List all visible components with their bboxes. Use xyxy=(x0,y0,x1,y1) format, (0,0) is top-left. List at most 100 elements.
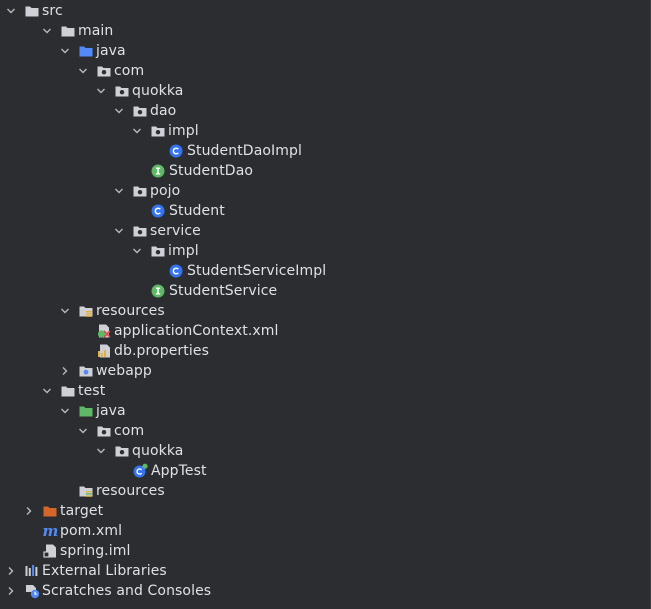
package-icon xyxy=(114,443,130,459)
folder-icon xyxy=(60,383,76,399)
tree-node-java-source-root[interactable]: java xyxy=(60,41,651,61)
tree-node-studentserviceimpl[interactable]: StudentServiceImpl xyxy=(150,261,651,281)
tree-node-service-impl[interactable]: impl xyxy=(132,241,651,261)
package-icon xyxy=(132,103,148,119)
chevron-down-icon[interactable] xyxy=(42,381,52,401)
package-icon xyxy=(150,123,166,139)
tree-node-label: com xyxy=(114,423,145,439)
tree-node-label: Student xyxy=(169,203,225,219)
chevron-down-icon[interactable] xyxy=(114,101,124,121)
tree-node-apptest[interactable]: AppTest xyxy=(114,461,651,481)
folder-icon xyxy=(60,23,76,39)
tree-node-test-resources[interactable]: resources xyxy=(60,481,651,501)
tree-node-test-com[interactable]: com xyxy=(78,421,651,441)
java-class-icon xyxy=(168,263,184,279)
tree-node-label: spring.iml xyxy=(60,543,131,559)
package-icon xyxy=(96,63,112,79)
tree-node-label: main xyxy=(78,23,114,39)
tree-node-target[interactable]: target xyxy=(24,501,651,521)
chevron-down-icon[interactable] xyxy=(78,421,88,441)
tree-node-resources[interactable]: resources xyxy=(60,301,651,321)
tree-node-label: com xyxy=(114,63,145,79)
tree-node-label: service xyxy=(150,223,201,239)
chevron-down-icon[interactable] xyxy=(132,241,142,261)
chevron-down-icon[interactable] xyxy=(114,221,124,241)
tree-node-label: External Libraries xyxy=(42,563,167,579)
tree-node-label: test xyxy=(78,383,106,399)
chevron-down-icon[interactable] xyxy=(42,21,52,41)
source-root-folder-icon xyxy=(78,43,94,59)
svg-text:m: m xyxy=(43,523,59,539)
resources-folder-icon xyxy=(78,303,94,319)
tree-node-label: applicationContext.xml xyxy=(114,323,279,339)
web-folder-icon xyxy=(78,363,94,379)
tree-node-src[interactable]: src xyxy=(6,1,651,21)
tree-node-label: java xyxy=(96,403,126,419)
tree-node-external-libraries[interactable]: External Libraries xyxy=(6,561,651,581)
tree-node-label: java xyxy=(96,43,126,59)
tree-node-label: Scratches and Consoles xyxy=(42,583,212,599)
java-class-icon xyxy=(168,143,184,159)
tree-node-java-test-root[interactable]: java xyxy=(60,401,651,421)
package-icon xyxy=(114,83,130,99)
tree-node-label: dao xyxy=(150,103,177,119)
chevron-down-icon[interactable] xyxy=(96,81,106,101)
maven-icon: m xyxy=(42,523,59,539)
module-file-icon xyxy=(42,543,58,559)
java-interface-icon xyxy=(150,283,166,299)
tree-node-label: resources xyxy=(96,303,165,319)
chevron-right-icon[interactable] xyxy=(24,501,34,521)
tree-node-scratches-and-consoles[interactable]: Scratches and Consoles xyxy=(6,581,651,601)
tree-node-label: impl xyxy=(168,123,199,139)
tree-node-label: impl xyxy=(168,243,199,259)
tree-node-webapp[interactable]: webapp xyxy=(60,361,651,381)
spring-xml-icon xyxy=(96,323,112,339)
tree-node-label: target xyxy=(60,503,104,519)
properties-file-icon xyxy=(96,343,112,359)
tree-node-studentdao[interactable]: StudentDao xyxy=(132,161,651,181)
tree-node-db-properties[interactable]: db.properties xyxy=(78,341,651,361)
chevron-right-icon[interactable] xyxy=(6,581,16,601)
tree-node-pom-xml[interactable]: m pom.xml xyxy=(24,521,651,541)
package-icon xyxy=(96,423,112,439)
tree-node-label: AppTest xyxy=(151,463,207,479)
chevron-down-icon[interactable] xyxy=(60,401,70,421)
tree-node-label: StudentDaoImpl xyxy=(187,143,302,159)
tree-node-label: db.properties xyxy=(114,343,209,359)
tree-node-spring-iml[interactable]: spring.iml xyxy=(24,541,651,561)
tree-node-service[interactable]: service xyxy=(114,221,651,241)
scratches-icon xyxy=(24,583,40,599)
chevron-down-icon[interactable] xyxy=(60,41,70,61)
tree-node-label: pojo xyxy=(150,183,181,199)
tree-node-student[interactable]: Student xyxy=(132,201,651,221)
package-icon xyxy=(132,183,148,199)
chevron-down-icon[interactable] xyxy=(96,441,106,461)
tree-node-com[interactable]: com xyxy=(78,61,651,81)
tree-node-applicationcontext-xml[interactable]: applicationContext.xml xyxy=(78,321,651,341)
tree-node-dao[interactable]: dao xyxy=(114,101,651,121)
chevron-down-icon[interactable] xyxy=(132,121,142,141)
tree-node-pojo[interactable]: pojo xyxy=(114,181,651,201)
java-interface-icon xyxy=(150,163,166,179)
tree-node-main[interactable]: main xyxy=(42,21,651,41)
tree-node-quokka[interactable]: quokka xyxy=(96,81,651,101)
tree-node-label: resources xyxy=(96,483,165,499)
chevron-right-icon[interactable] xyxy=(6,561,16,581)
tree-node-label: src xyxy=(42,3,63,19)
excluded-folder-icon xyxy=(42,503,58,519)
tree-node-dao-impl[interactable]: impl xyxy=(132,121,651,141)
chevron-down-icon[interactable] xyxy=(6,1,16,21)
tree-node-label: StudentServiceImpl xyxy=(187,263,327,279)
tree-node-studentdaoimpl[interactable]: StudentDaoImpl xyxy=(150,141,651,161)
tree-node-test[interactable]: test xyxy=(42,381,651,401)
chevron-down-icon[interactable] xyxy=(114,181,124,201)
chevron-right-icon[interactable] xyxy=(60,361,70,381)
tree-node-label: webapp xyxy=(96,363,152,379)
tree-node-label: quokka xyxy=(132,83,184,99)
tree-node-label: StudentDao xyxy=(169,163,254,179)
tree-node-test-quokka[interactable]: quokka xyxy=(96,441,651,461)
chevron-down-icon[interactable] xyxy=(78,61,88,81)
tree-node-studentservice[interactable]: StudentService xyxy=(132,281,651,301)
chevron-down-icon[interactable] xyxy=(60,301,70,321)
